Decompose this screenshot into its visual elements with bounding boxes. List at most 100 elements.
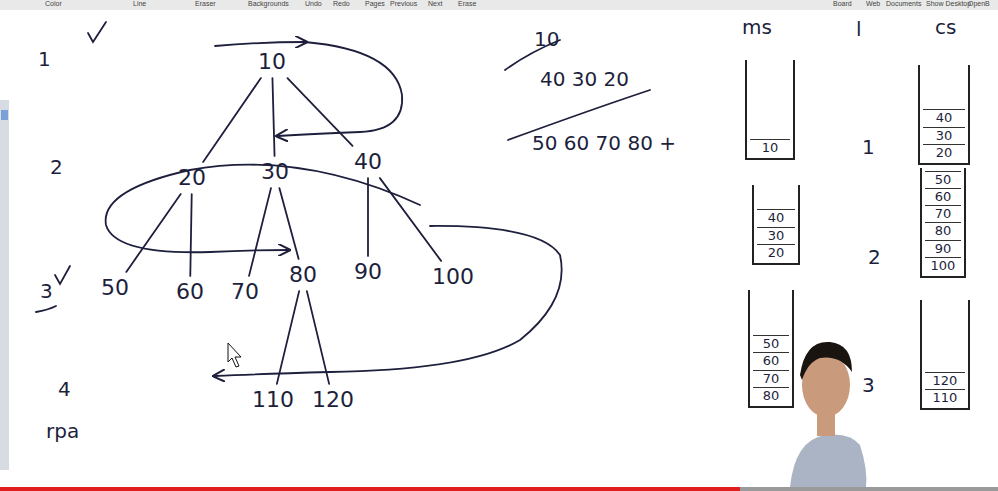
traversal-loops bbox=[36, 22, 650, 376]
node-value: 80 bbox=[289, 263, 317, 287]
tree-node: 40 bbox=[350, 149, 386, 175]
tree-edge bbox=[277, 291, 299, 384]
toolbar-item: Erase bbox=[458, 0, 476, 8]
tree-node: 70 bbox=[227, 279, 263, 305]
toolbar-item: OpenB bbox=[968, 0, 990, 8]
check-mark bbox=[55, 266, 70, 284]
tree-edge bbox=[203, 78, 261, 162]
stack-box: 403020 bbox=[918, 65, 970, 165]
stack-box: 50607080 bbox=[748, 290, 794, 408]
stack-item: 90 bbox=[925, 240, 961, 257]
tree-node: 20 bbox=[174, 165, 210, 191]
toolbar-item: Show Desktop bbox=[926, 0, 971, 8]
toolbar-item: Board bbox=[833, 0, 852, 8]
node-value: 110 bbox=[252, 388, 294, 412]
toolbar-item: Web bbox=[866, 0, 880, 8]
stack-box: 120110 bbox=[920, 300, 970, 410]
stack-item: 60 bbox=[925, 188, 961, 205]
stack-item: 20 bbox=[757, 244, 795, 261]
progress-bar bbox=[0, 487, 740, 491]
stack-item: 80 bbox=[753, 387, 789, 404]
node-value: 100 bbox=[432, 265, 474, 289]
toolbar-item: Redo bbox=[333, 0, 350, 8]
tree-edge bbox=[380, 178, 441, 261]
stack-box: 10 bbox=[745, 60, 795, 160]
handwritten-note: l bbox=[856, 18, 862, 40]
handwritten-note: 1 bbox=[38, 48, 51, 70]
tree-edge bbox=[307, 291, 329, 384]
tree-edge bbox=[126, 194, 180, 272]
tree-node: 110 bbox=[248, 387, 298, 413]
tree-node: 120 bbox=[308, 387, 358, 413]
toolbar-item: Color bbox=[45, 0, 62, 8]
stack-item: 80 bbox=[925, 222, 961, 239]
webcam-presenter bbox=[790, 342, 866, 487]
node-value: 30 bbox=[261, 160, 289, 184]
handwritten-note: cs bbox=[935, 16, 956, 38]
toolbar-item: Line bbox=[133, 0, 146, 8]
node-value: 40 bbox=[354, 150, 382, 174]
node-value: 50 bbox=[101, 276, 129, 300]
stack-box: 5060708090100 bbox=[920, 168, 966, 278]
tree-edge bbox=[287, 78, 352, 146]
stack-item: 10 bbox=[750, 139, 790, 156]
stack-item: 50 bbox=[925, 171, 961, 188]
node-value: 90 bbox=[354, 260, 382, 284]
handwritten-note: 4 bbox=[58, 378, 71, 400]
stack-item: 30 bbox=[757, 227, 795, 244]
tree-node: 60 bbox=[172, 279, 208, 305]
tree-node: 90 bbox=[350, 259, 386, 285]
tree-node: 80 bbox=[285, 262, 321, 288]
tree-edge bbox=[190, 194, 191, 276]
node-value: 60 bbox=[176, 280, 204, 304]
handwritten-note: 1 bbox=[862, 136, 875, 158]
node-value: 70 bbox=[231, 280, 259, 304]
stack-item: 70 bbox=[753, 370, 789, 387]
mouse-cursor bbox=[228, 343, 241, 367]
handwritten-note: 10 bbox=[534, 28, 559, 50]
tree-edge bbox=[367, 178, 369, 256]
stack-item: 50 bbox=[753, 335, 789, 352]
toolbar-item: Undo bbox=[305, 0, 322, 8]
progress-track bbox=[740, 487, 998, 491]
toolbar-item: Documents bbox=[886, 0, 921, 8]
tree-edge bbox=[249, 188, 271, 276]
handwritten-note: 2 bbox=[868, 246, 881, 268]
stack-item: 30 bbox=[923, 127, 965, 144]
handwritten-note: 40 30 20 bbox=[540, 68, 629, 90]
toolbar-item: Backgrounds bbox=[248, 0, 289, 8]
stack-item: 60 bbox=[753, 352, 789, 369]
toolbar-item: Next bbox=[428, 0, 442, 8]
tree-node: 50 bbox=[97, 275, 133, 301]
stack-item: 120 bbox=[925, 372, 965, 389]
handwritten-note: 50 60 70 80 + bbox=[532, 132, 676, 154]
stack-item: 70 bbox=[925, 205, 961, 222]
node-value: 10 bbox=[258, 50, 286, 74]
toolbar-item: Pages bbox=[365, 0, 385, 8]
handwritten-note: rpa bbox=[46, 420, 79, 442]
check-mark bbox=[88, 22, 106, 42]
node-value: 120 bbox=[312, 388, 354, 412]
stack-item: 110 bbox=[925, 389, 965, 406]
toolbar-item: Previous bbox=[390, 0, 417, 8]
node-value: 20 bbox=[178, 166, 206, 190]
handwritten-note: 3 bbox=[862, 374, 875, 396]
tree-node: 30 bbox=[257, 159, 293, 185]
tree-node: 10 bbox=[254, 49, 290, 75]
stack-item: 40 bbox=[923, 109, 965, 126]
tree-edge bbox=[272, 78, 274, 156]
toolbar bbox=[0, 0, 998, 10]
handwritten-note: 2 bbox=[50, 156, 63, 178]
stack-item: 40 bbox=[757, 209, 795, 226]
side-icon bbox=[1, 110, 8, 120]
stack-item: 20 bbox=[923, 144, 965, 161]
tree-node: 100 bbox=[428, 264, 478, 290]
stack-box: 403020 bbox=[752, 185, 800, 265]
tree-edge bbox=[279, 188, 298, 259]
side-panel bbox=[0, 100, 9, 470]
stack-item: 100 bbox=[925, 257, 961, 274]
toolbar-item: Eraser bbox=[195, 0, 216, 8]
handwritten-note: ms bbox=[742, 16, 772, 38]
handwritten-note: 3 bbox=[40, 280, 53, 302]
